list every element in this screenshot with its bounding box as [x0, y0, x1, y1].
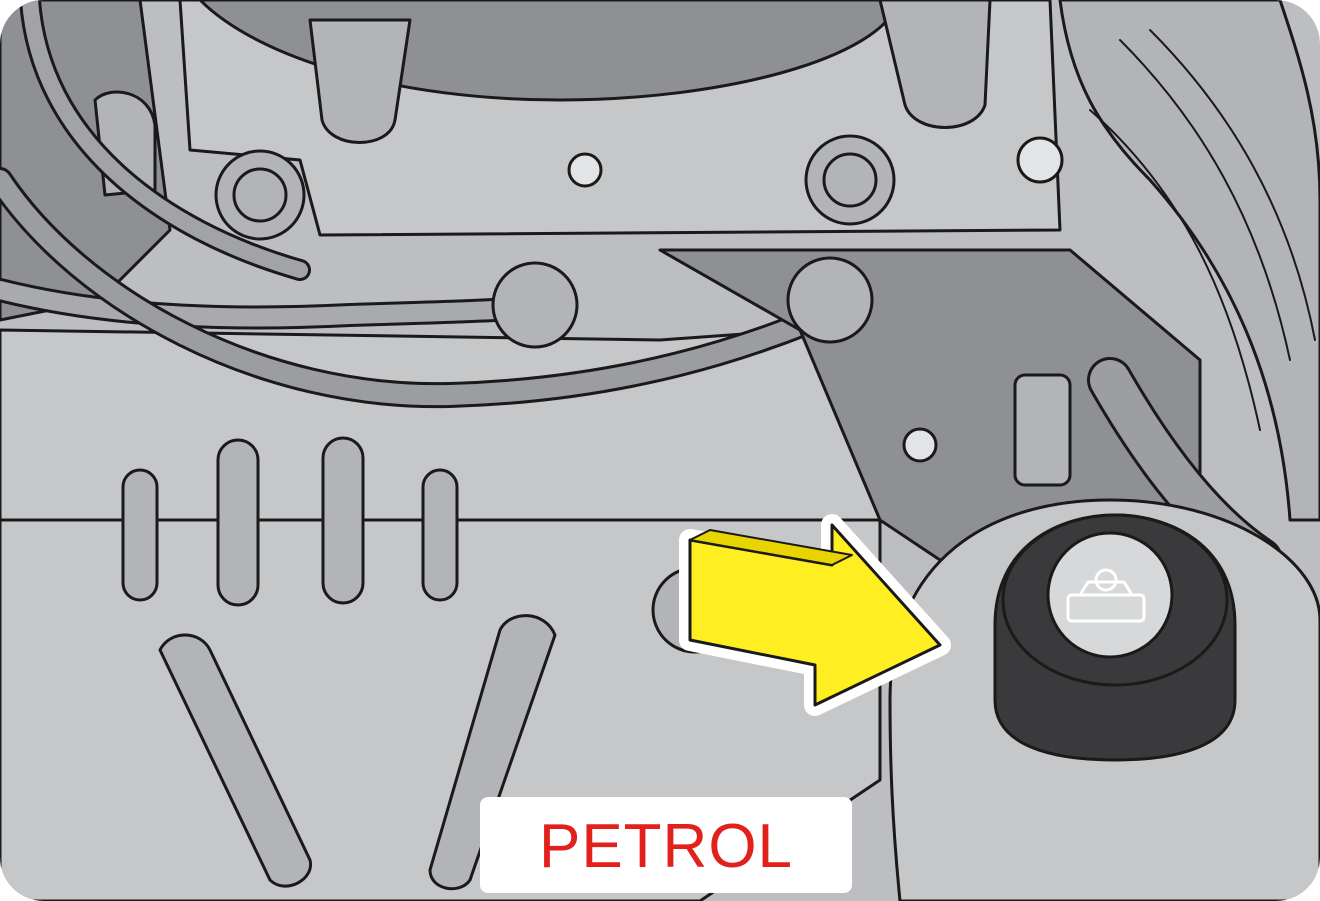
bolt [491, 261, 579, 349]
vent-slot-long [428, 614, 557, 891]
fuel-type-text: PETROL [538, 812, 794, 881]
mounting-bracket-left [308, 18, 412, 144]
bolt [786, 256, 874, 344]
bolt [822, 152, 878, 208]
clip [567, 152, 603, 188]
bolt [232, 167, 288, 223]
clip [902, 427, 938, 463]
vent-slot [121, 468, 159, 602]
clip [1016, 136, 1064, 184]
corrugated-hose [1058, 0, 1320, 522]
arrow-icon [679, 514, 951, 716]
fuel-type-label: PETROL [480, 797, 852, 893]
vent-slot [421, 468, 459, 602]
oil-can-icon [1066, 568, 1146, 623]
vent-slot-long [158, 633, 312, 888]
vent-slot [216, 438, 260, 607]
small-hose [1013, 373, 1072, 487]
vent-slot [321, 436, 365, 605]
mounting-bracket-right [878, 0, 992, 129]
